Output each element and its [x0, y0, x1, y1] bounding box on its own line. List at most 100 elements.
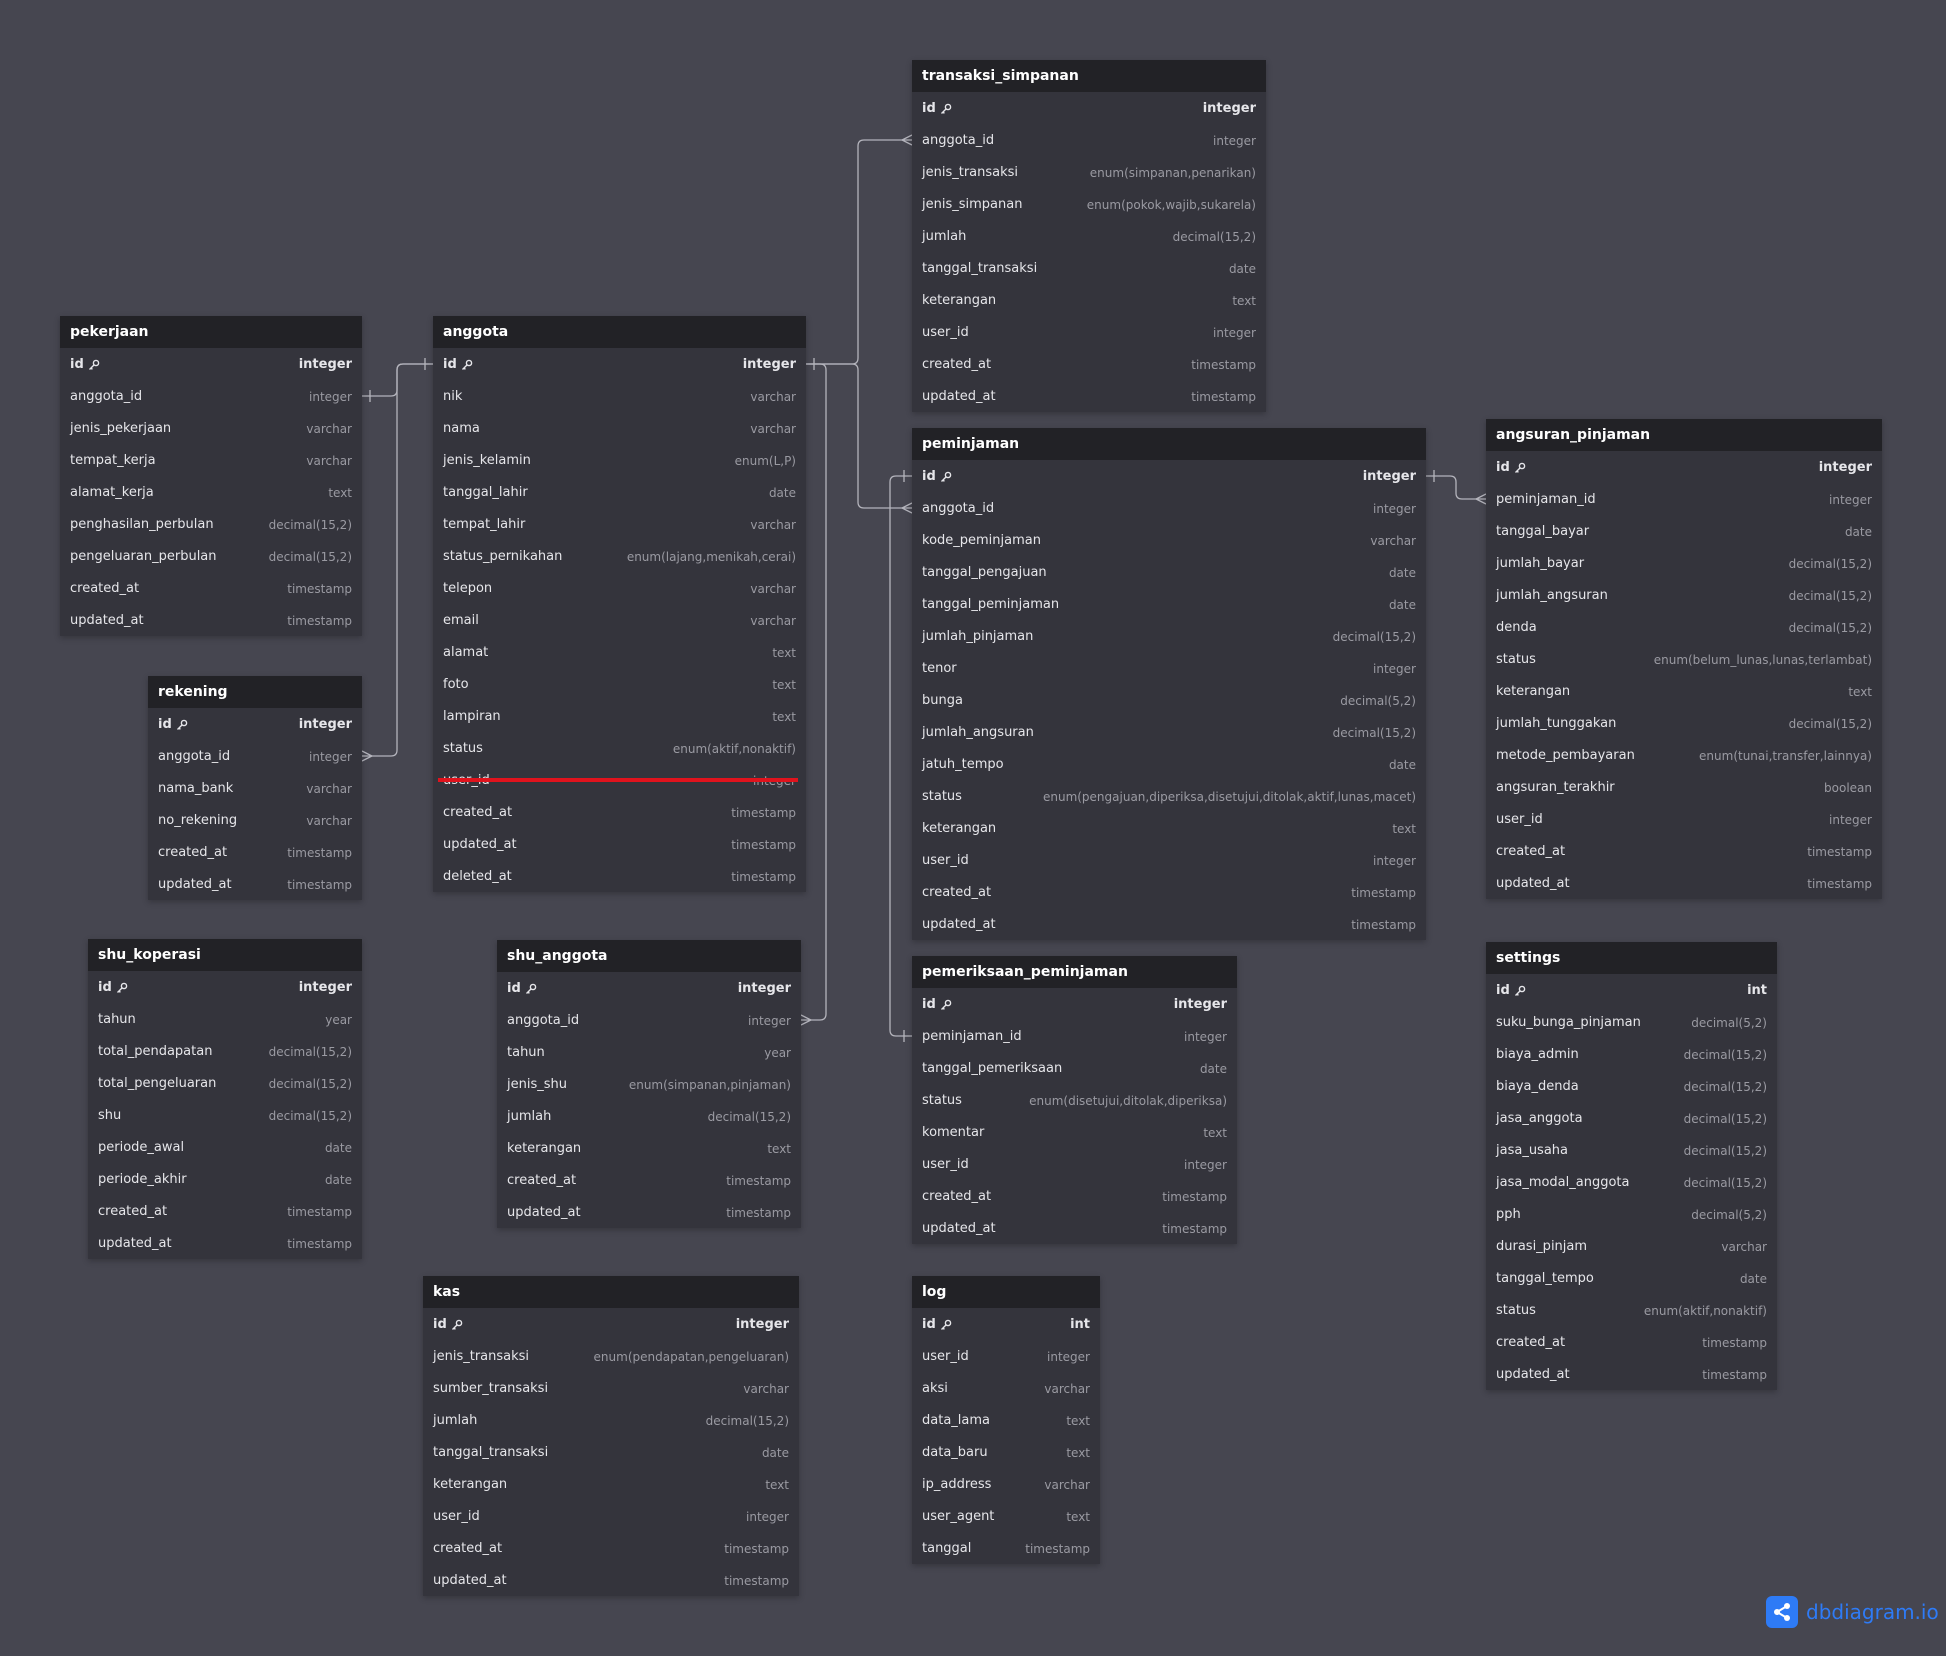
table-header[interactable]: angsuran_pinjaman	[1486, 419, 1882, 451]
table-header[interactable]: pekerjaan	[60, 316, 362, 348]
table-header[interactable]: log	[912, 1276, 1100, 1308]
table-header[interactable]: rekening	[148, 676, 362, 708]
table-header[interactable]: kas	[423, 1276, 799, 1308]
table-header[interactable]: shu_koperasi	[88, 939, 362, 971]
table-header[interactable]: shu_anggota	[497, 940, 801, 972]
rel-rekening-anggota[interactable]	[362, 363, 433, 757]
rel-pemeriksaan-peminjaman[interactable]	[889, 475, 912, 1037]
dbdiagram-logo[interactable]: dbdiagram.io	[1766, 1596, 1939, 1628]
